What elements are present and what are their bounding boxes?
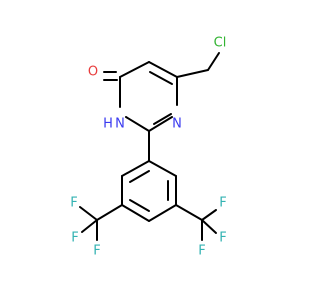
- hydrogen-label: H: [103, 117, 113, 132]
- chlorine-label: Cl: [214, 36, 227, 51]
- oxygen-label: O: [88, 65, 98, 80]
- nitrogen-label-ring: N: [172, 117, 182, 132]
- fluorine-label: F: [93, 244, 100, 259]
- nitrogen-label-nh: N: [115, 117, 125, 132]
- fluorine-label: F: [71, 231, 78, 246]
- fluorine-label: F: [219, 231, 226, 246]
- atom-labels: Cl O N H N F F F F F F: [70, 36, 226, 259]
- fluorine-label: F: [198, 244, 205, 259]
- bond-lines: [79, 52, 220, 241]
- molecule-structure: Cl O N H N F F F F F F: [70, 36, 226, 259]
- fluorine-label: F: [219, 196, 226, 211]
- fluorine-label: F: [70, 196, 77, 211]
